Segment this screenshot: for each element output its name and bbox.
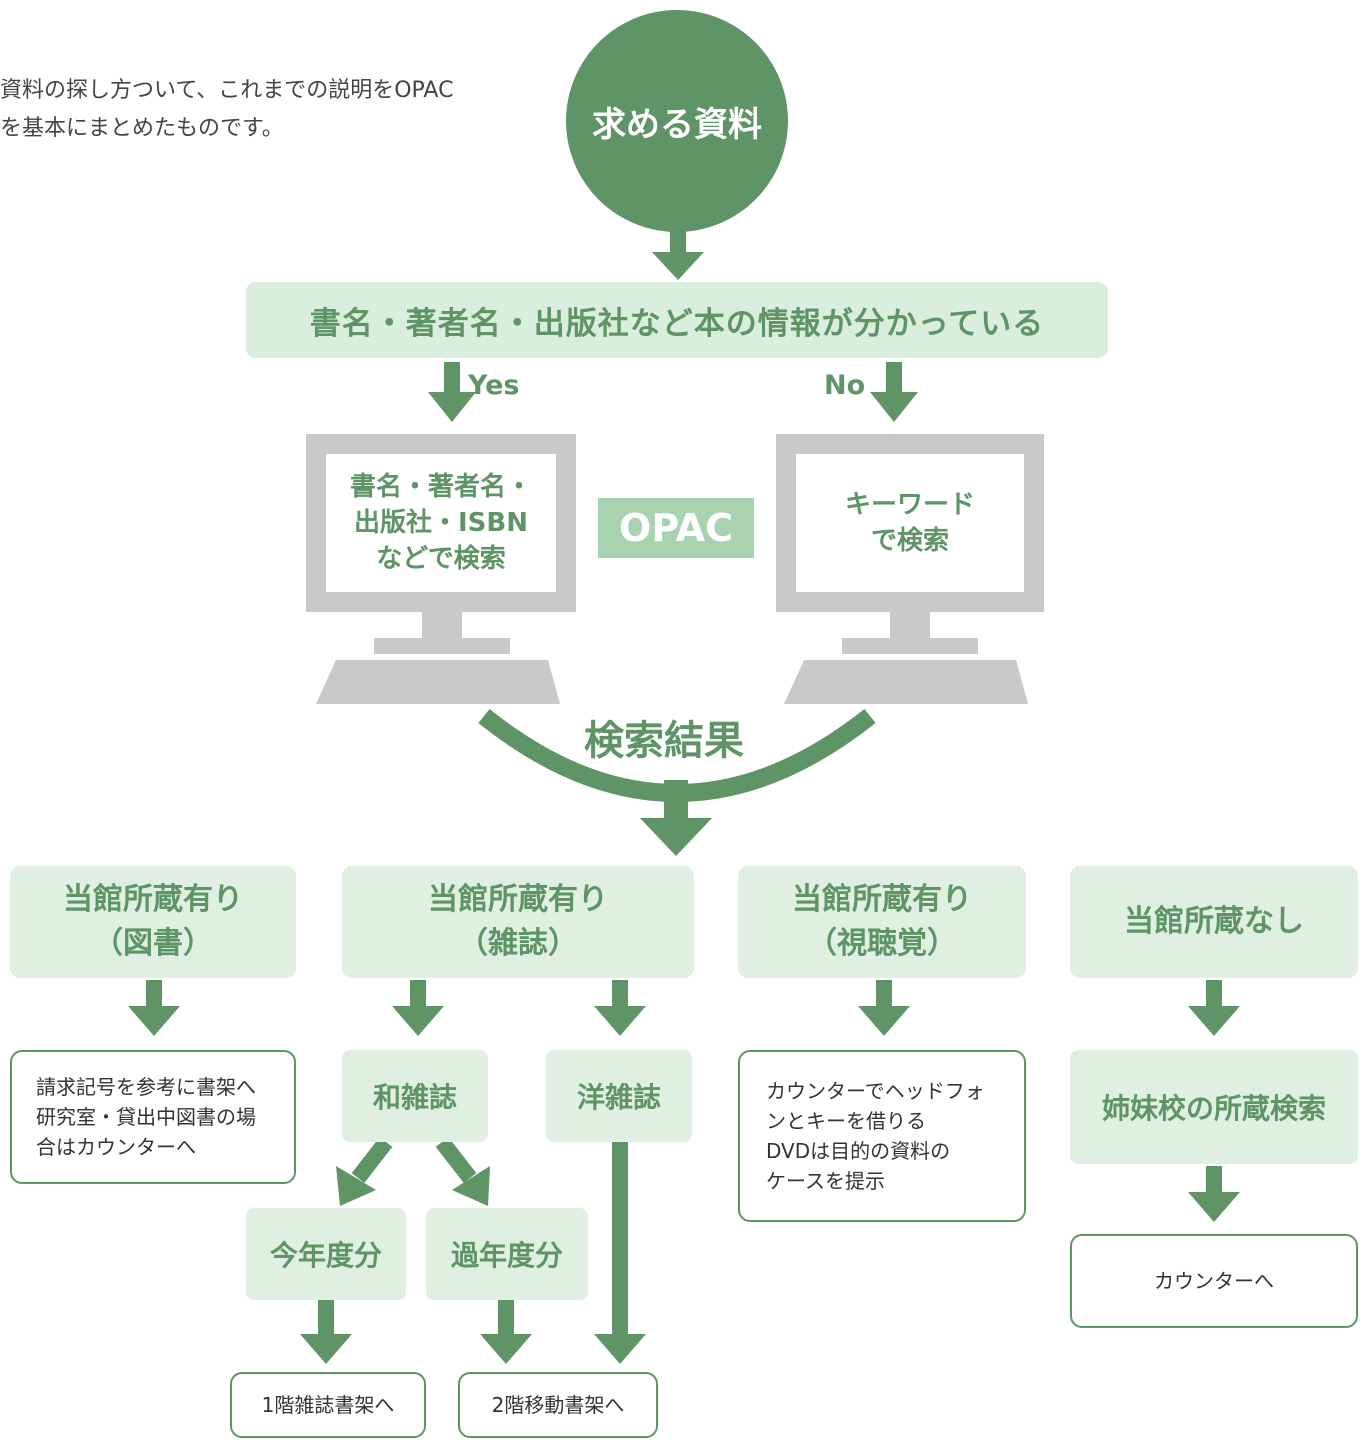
category-none: 当館所蔵なし xyxy=(1070,866,1358,978)
opac-badge: OPAC xyxy=(598,498,754,558)
question-node: 書名・著者名・出版社など本の情報が分かっている xyxy=(246,282,1108,358)
arrow-japanese-mag xyxy=(392,980,444,1036)
category-books: 当館所蔵有り （図書） xyxy=(10,866,296,978)
this-year-issues: 今年度分 xyxy=(246,1208,406,1300)
foreign-magazine: 洋雑誌 xyxy=(546,1050,692,1142)
result-curve xyxy=(478,708,876,802)
arrow-foreign-to-second-floor xyxy=(594,1142,646,1364)
monitor-right xyxy=(776,434,1044,704)
arrow-to-this-year xyxy=(336,1166,376,1206)
category-av: 当館所蔵有り （視聴覚） xyxy=(738,866,1026,978)
note-av: カウンターでヘッドフォ ンとキーを借りる DVDは目的の資料の ケースを提示 xyxy=(738,1050,1026,1222)
intro-text: 資料の探し方ついて、これまでの説明をOPAC を基本にまとめたものです。 xyxy=(0,78,454,141)
search-result-label: 検索結果 xyxy=(584,718,744,764)
arrow-av xyxy=(858,980,910,1036)
sister-school-search: 姉妹校の所蔵検索 xyxy=(1070,1050,1358,1164)
monitor-left xyxy=(306,434,576,704)
note-first-floor: 1階雑誌書架へ xyxy=(230,1372,426,1438)
start-node: 求める資料 xyxy=(566,10,788,232)
yes-label: Yes xyxy=(468,370,520,401)
arrow-yes xyxy=(428,362,476,422)
arrow-no xyxy=(870,362,918,422)
search-by-keyword-text: キーワード で検索 xyxy=(844,490,975,556)
arrow-none xyxy=(1188,980,1240,1036)
search-by-details-text: 書名・著者名・ 出版社・ISBN などで検索 xyxy=(349,472,532,574)
no-label: No xyxy=(824,370,866,401)
arrow-sister-to-counter xyxy=(1188,1166,1240,1222)
japanese-magazine: 和雑誌 xyxy=(342,1050,488,1142)
past-year-issues: 過年度分 xyxy=(426,1208,588,1300)
arrow-to-past-years xyxy=(452,1166,490,1206)
note-books: 請求記号を参考に書架へ 研究室・貸出中図書の場 合はカウンターへ xyxy=(10,1050,296,1184)
arrow-books xyxy=(128,980,180,1036)
arrow-foreign-mag xyxy=(594,980,646,1036)
category-magazines: 当館所蔵有り （雑誌） xyxy=(342,866,694,978)
note-counter: カウンターへ xyxy=(1070,1234,1358,1328)
note-second-floor: 2階移動書架へ xyxy=(458,1372,658,1438)
arrow-this-year xyxy=(300,1300,352,1364)
arrow-start-to-question xyxy=(652,230,704,280)
arrow-past-years xyxy=(480,1300,532,1364)
